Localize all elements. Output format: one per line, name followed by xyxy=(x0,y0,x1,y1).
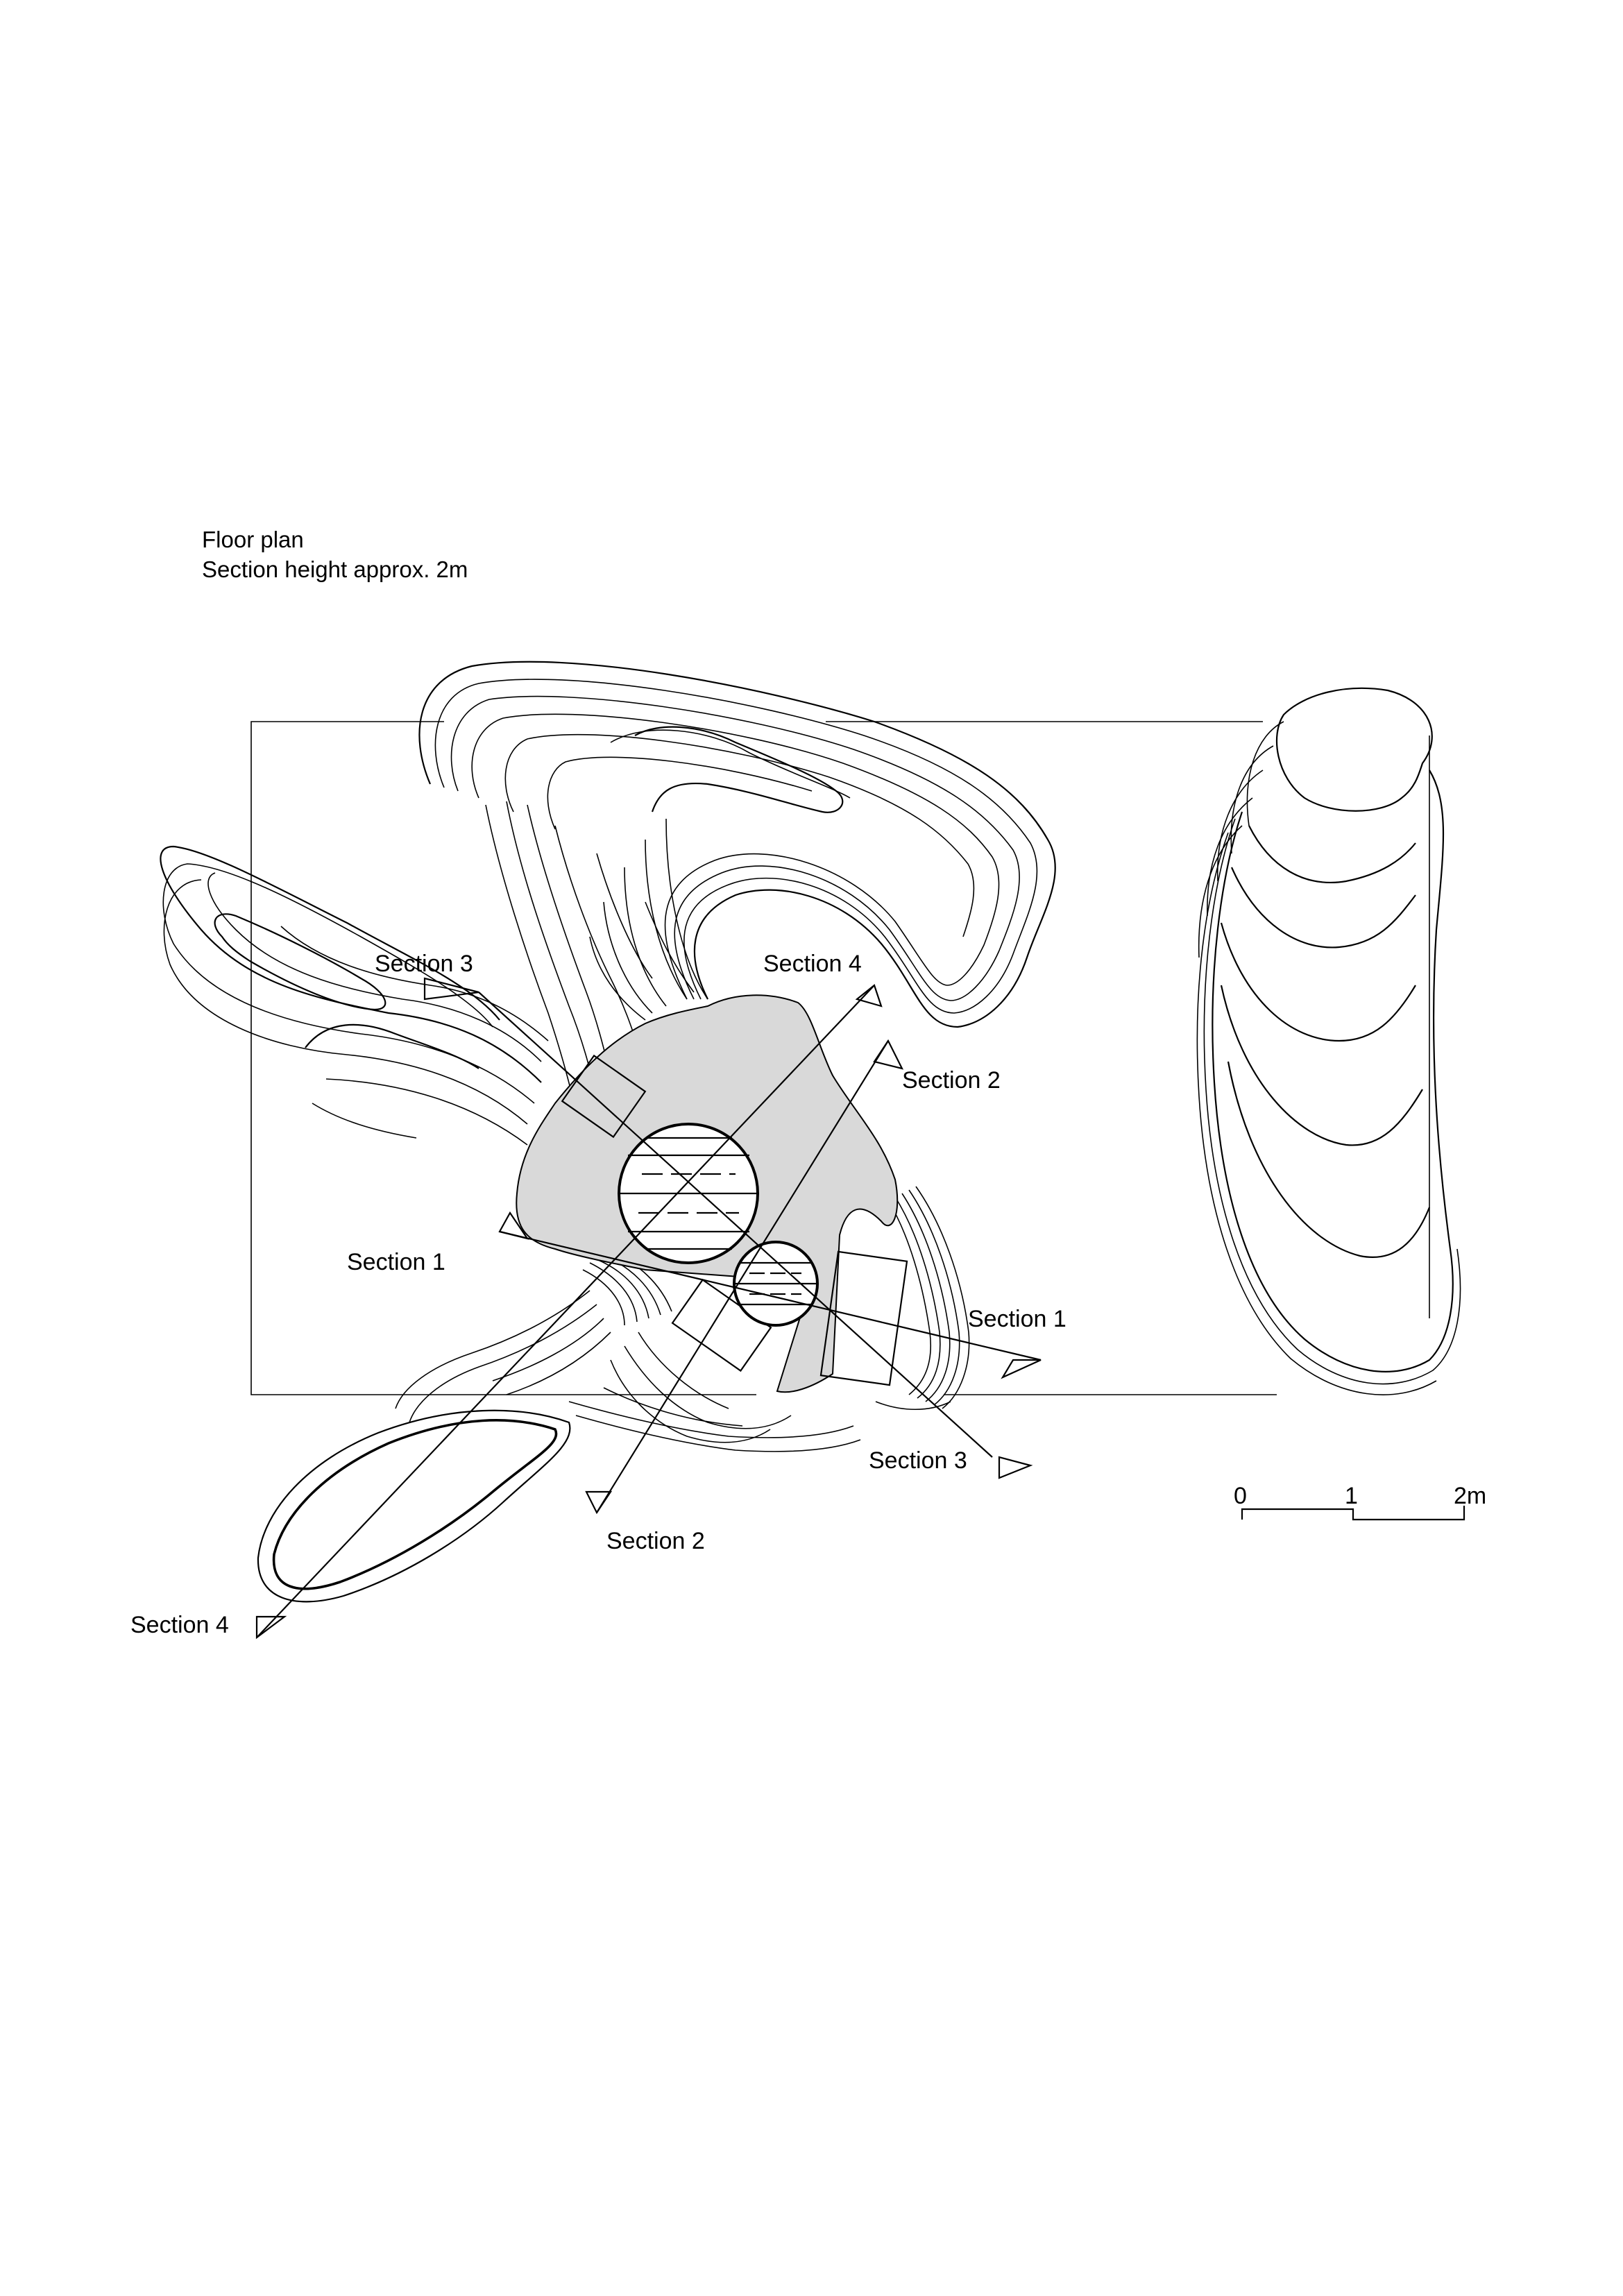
section-label-3-top: Section 3 xyxy=(375,951,473,977)
section-label-3-bottom: Section 3 xyxy=(869,1447,967,1474)
circle-large xyxy=(618,1123,759,1264)
section-label-1-left: Section 1 xyxy=(347,1249,445,1275)
section-markers xyxy=(255,977,1042,1640)
section-label-1-right: Section 1 xyxy=(968,1306,1067,1332)
scale-tick-0: 0 xyxy=(1234,1483,1247,1509)
section-label-2-top: Section 2 xyxy=(902,1067,1001,1094)
scale-bar: 0 1 2m xyxy=(1234,1483,1486,1521)
openings xyxy=(561,1054,908,1386)
section-label-4-bottom: Section 4 xyxy=(130,1612,229,1638)
site-boundary xyxy=(250,721,1430,1395)
plan-title: Floor plan xyxy=(202,527,304,552)
section-lines xyxy=(256,985,1042,1638)
scale-tick-2: 2m xyxy=(1454,1483,1486,1509)
circle-small xyxy=(733,1241,819,1327)
plan-subtitle: Section height approx. 2m xyxy=(202,556,468,582)
scale-tick-1: 1 xyxy=(1345,1483,1358,1509)
section-label-4-top: Section 4 xyxy=(763,951,862,977)
sculpture-contours xyxy=(160,661,1056,1603)
section-label-2-bottom: Section 2 xyxy=(606,1528,705,1554)
right-sculpture xyxy=(1196,687,1461,1395)
